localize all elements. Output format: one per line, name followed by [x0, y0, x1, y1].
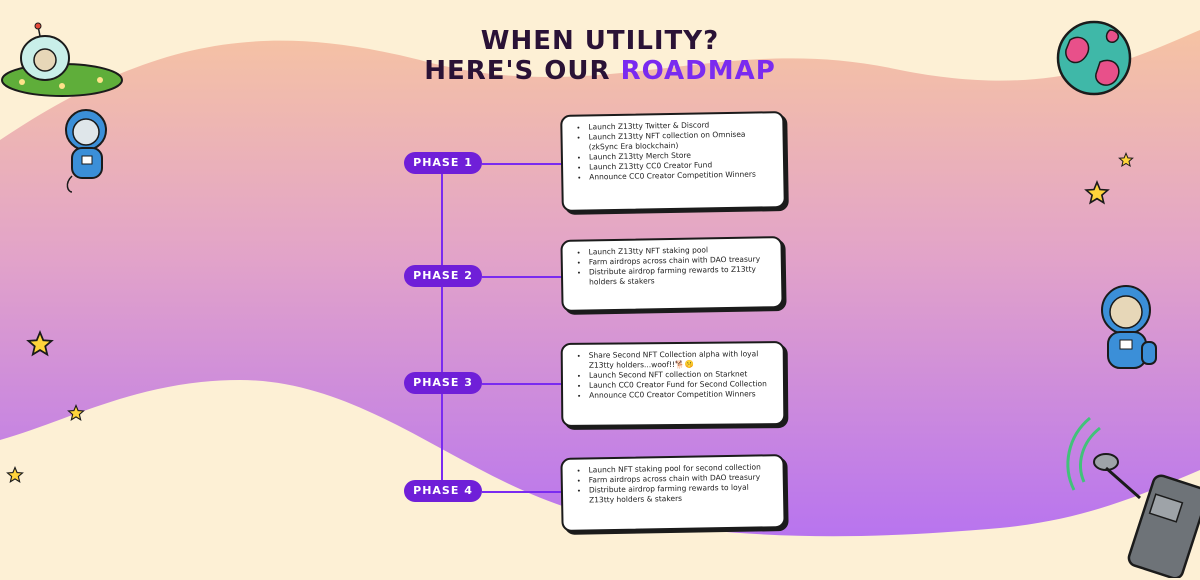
phase-4-card: Launch NFT staking pool for second colle…	[560, 454, 786, 532]
phase-3-connector	[482, 383, 562, 385]
phase-2-card: Launch Z13tty NFT staking pool Farm aird…	[560, 236, 784, 312]
list-item: Announce CC0 Creator Competition Winners	[589, 389, 773, 401]
phase-2-button[interactable]: PHASE 2	[404, 265, 482, 287]
list-item: Distribute airdrop farming rewards to lo…	[589, 482, 773, 505]
astronaut-dog-icon	[1101, 285, 1157, 369]
phase-2-connector	[482, 276, 562, 278]
phase-1-button[interactable]: PHASE 1	[404, 152, 482, 174]
phase-4-connector	[482, 491, 562, 493]
phase-3-list: Share Second NFT Collection alpha with l…	[573, 349, 773, 401]
star-icon	[26, 330, 54, 357]
page-title-line-1: WHEN UTILITY?	[480, 26, 720, 56]
astronaut-cat-icon	[65, 109, 107, 193]
phase-4-list: Launch NFT staking pool for second colle…	[573, 462, 774, 505]
ufo-icon	[1, 22, 123, 97]
phase-1-list: Launch Z13tty Twitter & Discord Launch Z…	[572, 119, 773, 182]
star-icon	[1118, 152, 1134, 168]
phase-1-card: Launch Z13tty Twitter & Discord Launch Z…	[560, 111, 786, 212]
phase-2-list: Launch Z13tty NFT staking pool Farm aird…	[573, 244, 772, 287]
page-title-line-2: HERE'S OUR ROADMAP	[0, 56, 1200, 86]
page-title-prefix: HERE'S OUR	[424, 56, 611, 86]
page-title-accent: ROADMAP	[620, 56, 776, 86]
roadmap-timeline-line	[441, 163, 443, 493]
phase-1-connector	[482, 163, 562, 165]
planet-icon	[1056, 20, 1132, 96]
list-item: Distribute airdrop farming rewards to Z1…	[589, 264, 771, 287]
star-icon	[67, 404, 85, 421]
star-icon	[6, 466, 24, 483]
satellite-robot-icon	[1066, 416, 1200, 578]
phase-4-button[interactable]: PHASE 4	[404, 480, 482, 502]
phase-3-button[interactable]: PHASE 3	[404, 372, 482, 394]
phase-3-card: Share Second NFT Collection alpha with l…	[560, 341, 786, 427]
list-item: Announce CC0 Creator Competition Winners	[589, 169, 773, 182]
star-icon	[1084, 180, 1110, 205]
list-item: Share Second NFT Collection alpha with l…	[589, 349, 773, 371]
